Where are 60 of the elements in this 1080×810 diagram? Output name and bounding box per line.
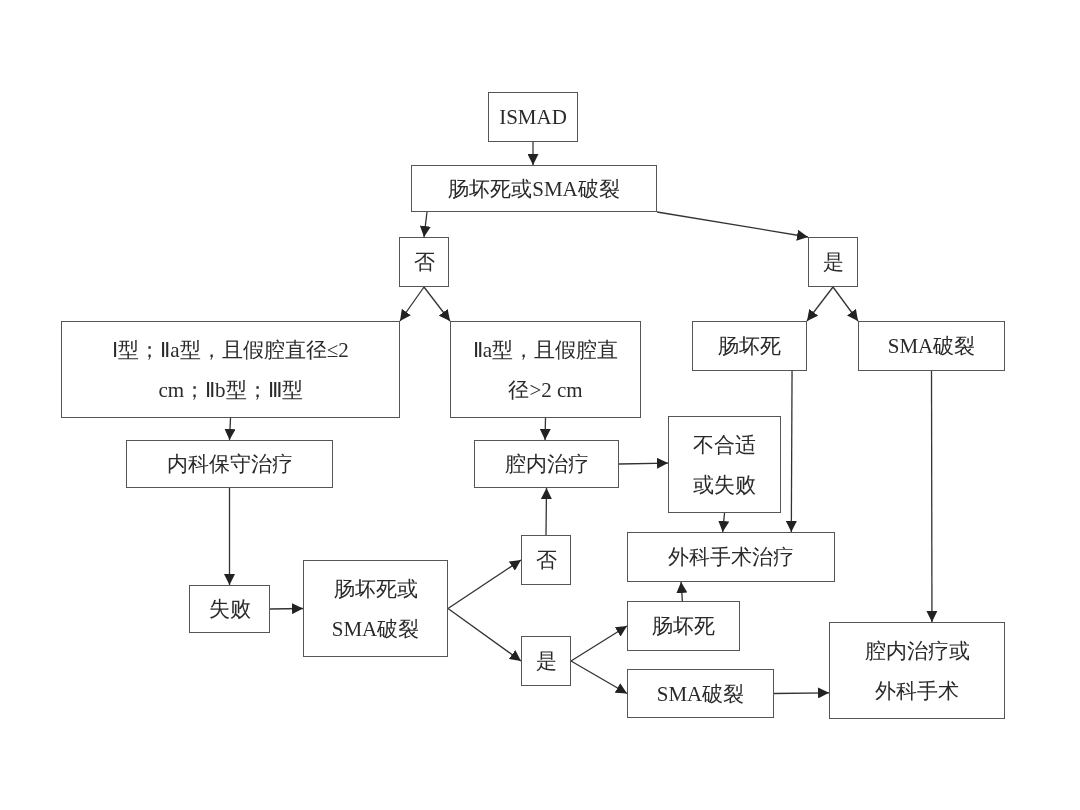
box-label: 是 [822,249,844,276]
box-label: 不合适或失败 [692,431,757,499]
arrow [785,370,797,533]
arrow [540,487,552,536]
box-label: ISMAD [499,104,567,131]
arrow [399,286,425,322]
process-box [627,532,835,582]
box-label: 内科保守治疗 [166,451,293,478]
process-box [399,237,449,287]
arrow [447,607,522,662]
arrow [570,660,628,695]
arrow [423,286,451,322]
box-label: 是 [535,648,557,675]
process-box [126,440,333,488]
process-box [627,601,740,651]
arrow [539,417,551,441]
process-box [303,560,448,657]
process-box [808,237,858,287]
arrow [718,512,730,533]
box-label: Ⅱa型，且假腔直径>2 cm [471,336,620,404]
arrow [224,417,236,441]
process-box [450,321,641,418]
box-label: 肠坏死或SMA破裂 [330,575,421,643]
box-label: 腔内治疗 [504,451,589,478]
process-box [61,321,400,418]
arrow [618,457,669,469]
process-box [668,416,781,513]
arrow [224,487,235,586]
box-label: 否 [413,249,435,276]
arrow [269,603,304,615]
process-box [692,321,807,371]
arrow [676,581,688,602]
box-label: 腔内治疗或外科手术 [863,637,971,705]
arrow [773,687,830,699]
process-box [488,92,578,142]
box-label: SMA破裂 [887,333,976,360]
process-box [521,535,571,585]
process-box [829,622,1005,719]
box-label: SMA破裂 [656,680,745,708]
process-box [474,440,619,488]
arrow [832,286,859,322]
process-box [521,636,571,686]
box-label: 失败 [208,596,251,623]
box-label: 外科手术治疗 [668,544,794,571]
box-label: 肠坏死 [718,333,781,360]
process-box [627,669,774,718]
box-label: 否 [535,547,557,574]
box-label: 肠坏死 [652,613,715,640]
process-box [858,321,1005,371]
box-label: 肠坏死或SMA破裂 [448,175,620,203]
arrow [527,141,539,166]
arrow [656,211,809,241]
box-label: Ⅰ型；Ⅱa型，且假腔直径≤2 cm；Ⅱb型；Ⅲ型 [111,336,350,404]
arrow [419,211,431,238]
arrow [447,559,522,610]
arrow [806,286,834,322]
process-box [411,165,657,212]
process-box [189,585,270,633]
arrow [926,370,938,623]
arrow [570,625,628,662]
